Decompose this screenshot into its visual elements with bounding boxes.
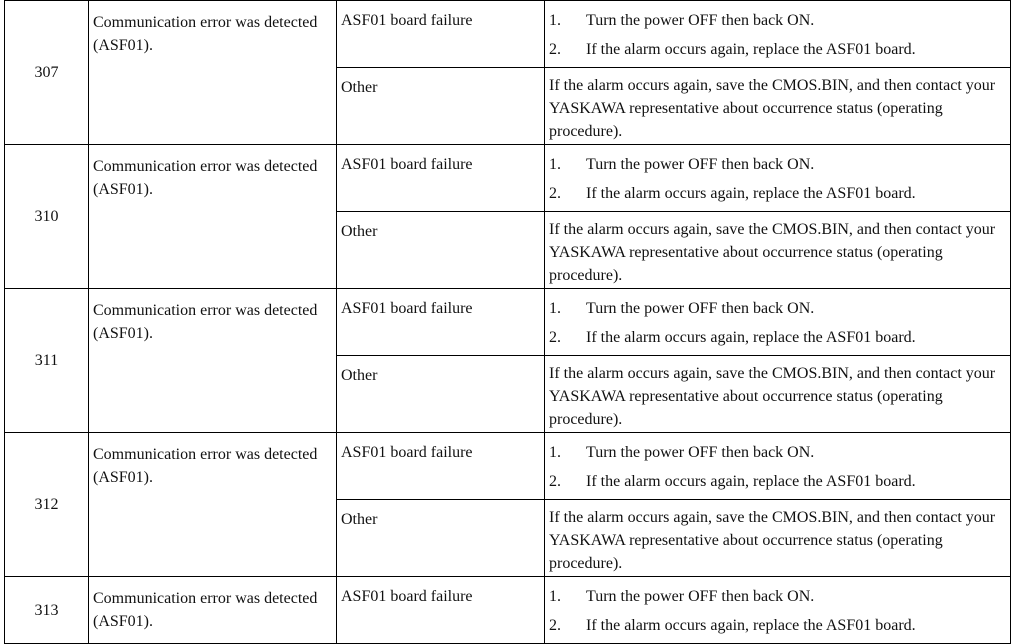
alarm-other-remedy: If the alarm occurs again, save the CMOS…: [544, 355, 1011, 433]
alarm-row: 311 Communication error was detected (ASF…: [4, 288, 1011, 433]
remedy-step-text: If the alarm occurs again, replace the A…: [586, 473, 916, 490]
alarm-remedy: 1. Turn the power OFF then back ON. 2. If t…: [544, 144, 1011, 212]
remedy-step-number: 2.: [549, 41, 561, 58]
alarm-other-cause: Other: [336, 211, 545, 289]
remedy-step-text: Turn the power OFF then back ON.: [586, 444, 815, 461]
alarm-other-remedy: If the alarm occurs again, save the CMOS…: [544, 67, 1011, 145]
remedy-step-number: 1.: [549, 300, 561, 317]
remedy-step: 2. If the alarm occurs again, replace the…: [549, 182, 1006, 211]
alarm-other-remedy-text: If the alarm occurs again, save the CMOS…: [549, 221, 996, 284]
alarm-remedy: 1. Turn the power OFF then back ON. 2. If t…: [544, 576, 1011, 644]
alarm-description: Communication error was detected (ASF01)…: [88, 576, 337, 644]
alarm-description-text: Communication error was detected (ASF01)…: [93, 158, 318, 198]
alarm-cause: ASF01 board failure: [336, 432, 545, 500]
remedy-step-text: Turn the power OFF then back ON.: [586, 156, 815, 173]
remedy-step-number: 1.: [549, 12, 561, 29]
alarm-cause-text: ASF01 board failure: [341, 156, 473, 173]
remedy-step-text: If the alarm occurs again, replace the A…: [586, 185, 916, 202]
remedy-step-text: If the alarm occurs again, replace the A…: [586, 617, 916, 634]
alarm-other-cause-text: Other: [341, 511, 378, 528]
alarm-cause: ASF01 board failure: [336, 288, 545, 356]
alarm-cause-text: ASF01 board failure: [341, 588, 473, 605]
alarm-description: Communication error was detected (ASF01)…: [88, 0, 337, 145]
alarm-cause: ASF01 board failure: [336, 0, 545, 68]
remedy-step: 2. If the alarm occurs again, replace the…: [549, 470, 1006, 499]
remedy-step: 1. Turn the power OFF then back ON.: [549, 297, 1006, 326]
alarm-description-text: Communication error was detected (ASF01)…: [93, 302, 318, 342]
remedy-step-number: 2.: [549, 473, 561, 490]
alarm-other-cause: Other: [336, 67, 545, 145]
alarm-description: Communication error was detected (ASF01)…: [88, 288, 337, 433]
alarm-cause: ASF01 board failure: [336, 144, 545, 212]
alarm-other-cause: Other: [336, 355, 545, 433]
remedy-step: 2. If the alarm occurs again, replace the…: [549, 326, 1006, 355]
alarm-remedy: 1. Turn the power OFF then back ON. 2. If t…: [544, 0, 1011, 68]
alarm-cause-text: ASF01 board failure: [341, 444, 473, 461]
remedy-step-number: 1.: [549, 444, 561, 461]
alarm-other-remedy: If the alarm occurs again, save the CMOS…: [544, 211, 1011, 289]
alarm-code: 307: [4, 0, 89, 145]
alarm-cause-text: ASF01 board failure: [341, 12, 473, 29]
alarm-description: Communication error was detected (ASF01)…: [88, 144, 337, 289]
remedy-step: 1. Turn the power OFF then back ON.: [549, 9, 1006, 38]
alarm-row-other: Other If the alarm occurs again, save the…: [5, 67, 1011, 145]
remedy-step: 1. Turn the power OFF then back ON.: [549, 153, 1006, 182]
alarm-code-text: 313: [34, 601, 59, 619]
alarm-row: 307 Communication error was detected (ASF…: [4, 0, 1011, 145]
alarm-other-remedy-text: If the alarm occurs again, save the CMOS…: [549, 365, 996, 428]
remedy-step-text: Turn the power OFF then back ON.: [586, 300, 815, 317]
alarm-row: 310 Communication error was detected (ASF…: [4, 144, 1011, 289]
remedy-step-number: 2.: [549, 617, 561, 634]
alarm-other-cause-text: Other: [341, 79, 378, 96]
remedy-step: 2. If the alarm occurs again, replace the…: [549, 614, 1006, 643]
alarm-remedy: 1. Turn the power OFF then back ON. 2. If t…: [544, 288, 1011, 356]
alarm-description-text: Communication error was detected (ASF01)…: [93, 590, 318, 630]
alarm-code-text: 311: [34, 352, 59, 369]
alarm-other-remedy: If the alarm occurs again, save the CMOS…: [544, 499, 1011, 577]
alarm-other-remedy-text: If the alarm occurs again, save the CMOS…: [549, 77, 996, 140]
alarm-code: 313: [4, 576, 89, 644]
remedy-step-number: 2.: [549, 329, 561, 346]
alarm-code: 312: [4, 432, 89, 577]
alarm-remedy: 1. Turn the power OFF then back ON. 2. If t…: [544, 432, 1011, 500]
remedy-step-text: If the alarm occurs again, replace the A…: [586, 41, 916, 58]
alarm-row-other: Other If the alarm occurs again, save the…: [5, 355, 1011, 433]
alarm-cause: ASF01 board failure: [336, 576, 545, 644]
alarm-code-text: 310: [34, 208, 59, 225]
alarm-code-text: 312: [34, 496, 59, 513]
remedy-step: 2. If the alarm occurs again, replace the…: [549, 38, 1006, 67]
remedy-step: 1. Turn the power OFF then back ON.: [549, 441, 1006, 470]
alarm-other-cause-text: Other: [341, 367, 378, 384]
alarm-other-cause-text: Other: [341, 223, 378, 240]
remedy-step-number: 2.: [549, 185, 561, 202]
alarm-code: 311: [4, 288, 89, 433]
alarm-row: 313 Communication error was detected (ASF…: [4, 576, 1011, 644]
remedy-step: 1. Turn the power OFF then back ON.: [549, 585, 1006, 614]
remedy-step-text: Turn the power OFF then back ON.: [586, 12, 815, 29]
alarm-row-other: Other If the alarm occurs again, save the…: [5, 211, 1011, 289]
remedy-step-number: 1.: [549, 588, 561, 605]
remedy-step-text: Turn the power OFF then back ON.: [586, 588, 815, 605]
alarm-row: 312 Communication error was detected (ASF…: [4, 432, 1011, 577]
alarm-code-text: 307: [34, 64, 59, 81]
alarm-description: Communication error was detected (ASF01)…: [88, 432, 337, 577]
alarm-other-cause: Other: [336, 499, 545, 577]
remedy-step-text: If the alarm occurs again, replace the A…: [586, 329, 916, 346]
alarm-code: 310: [4, 144, 89, 289]
alarm-description-text: Communication error was detected (ASF01)…: [93, 14, 318, 54]
alarm-cause-text: ASF01 board failure: [341, 300, 473, 317]
alarm-description-text: Communication error was detected (ASF01)…: [93, 446, 318, 486]
alarm-other-remedy-text: If the alarm occurs again, save the CMOS…: [549, 509, 996, 572]
remedy-step-number: 1.: [549, 156, 561, 173]
